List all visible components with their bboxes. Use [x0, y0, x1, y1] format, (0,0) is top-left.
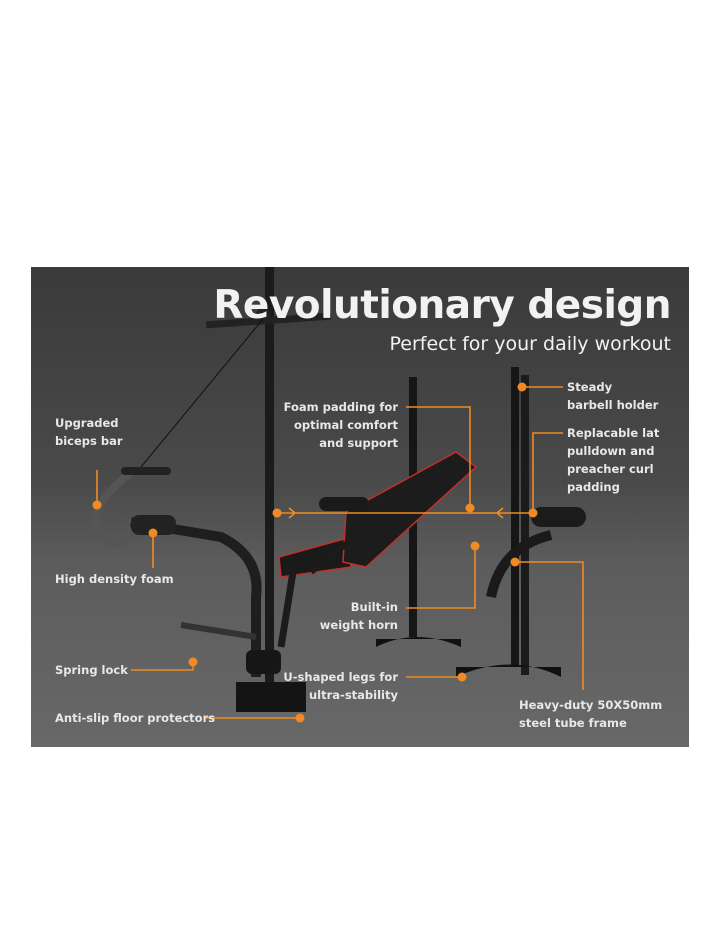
callout-barbell-holder: Steady barbell holder — [567, 378, 658, 414]
callout-steel-frame: Heavy-duty 50X50mm steel tube frame — [519, 696, 662, 732]
callout-spring-lock: Spring lock — [55, 663, 128, 677]
callout-line: padding — [567, 480, 620, 494]
callout-line: barbell holder — [567, 398, 659, 412]
callout-line: Steady — [567, 380, 613, 394]
callout-lat-padding: Replacable lat pulldown and preacher cur… — [567, 424, 659, 496]
callout-line: and support — [319, 436, 398, 450]
headline: Revolutionary design — [213, 283, 671, 328]
callout-line: optimal comfort — [293, 418, 398, 432]
callout-line: ultra-stability — [309, 688, 398, 702]
callout-line: U-shaped legs for — [283, 670, 398, 684]
callout-biceps-bar: Upgraded biceps bar — [55, 414, 123, 450]
callout-line: weight horn — [319, 618, 398, 632]
callout-line: Built-in — [350, 600, 398, 614]
callout-line: Foam padding for — [283, 400, 398, 414]
callout-line: Upgraded — [55, 416, 119, 430]
callout-anti-slip: Anti-slip floor protectors — [55, 711, 216, 725]
product-infographic: Revolutionary design Perfect for your da… — [31, 267, 689, 747]
callout-high-density-foam: High density foam — [55, 572, 174, 586]
weight-bench-illustration — [31, 267, 689, 747]
callout-line: biceps bar — [55, 434, 123, 448]
callout-weight-horn: Built-in weight horn — [320, 598, 398, 634]
callout-line: Replacable lat — [567, 426, 660, 440]
callout-foam-padding: Foam padding for optimal comfort and sup… — [284, 398, 398, 452]
callout-line: preacher curl — [567, 462, 654, 476]
callout-line: steel tube frame — [519, 716, 627, 730]
callout-line: Heavy-duty 50X50mm — [519, 698, 663, 712]
callout-line: pulldown and — [567, 444, 655, 458]
subheadline: Perfect for your daily workout — [389, 333, 671, 355]
callout-u-legs: U-shaped legs for ultra-stability — [283, 668, 398, 704]
